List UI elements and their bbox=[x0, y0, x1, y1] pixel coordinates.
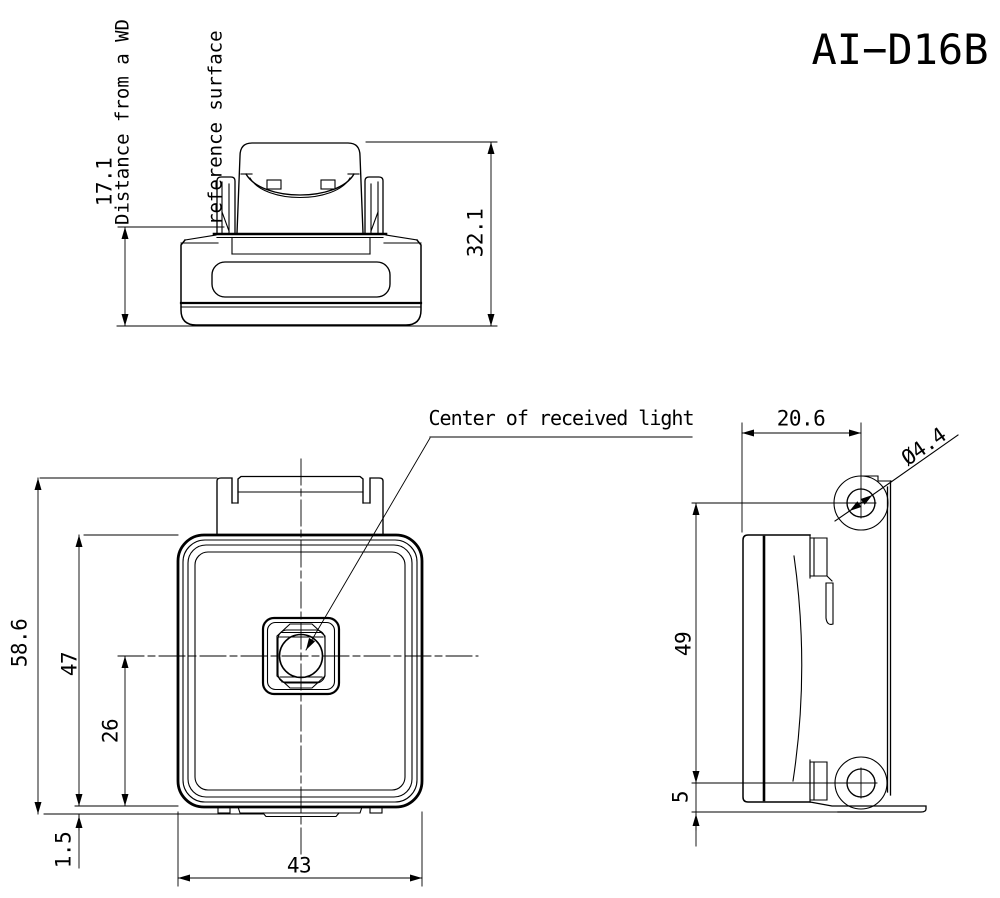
dim-label-ref-height: 17.1 bbox=[92, 157, 117, 207]
front-view-linework bbox=[176, 475, 424, 818]
front-view-centerlines bbox=[117, 458, 479, 857]
label-center-of-received-light: Center of received light bbox=[428, 406, 695, 430]
side-view-linework bbox=[742, 475, 927, 813]
top-view-dimension-lines bbox=[116, 141, 498, 327]
dim-label-body-height: 47 bbox=[57, 651, 82, 677]
top-view-linework bbox=[179, 142, 423, 326]
note-wd-reference-line2: reference surface bbox=[204, 30, 227, 225]
dim-label-lip: 1.5 bbox=[51, 831, 76, 869]
front-view-dimension-lines bbox=[34, 436, 693, 887]
note-wd-reference: Distance from a WD reference surface bbox=[46, 19, 263, 225]
dim-label-mount-hole-pitch: 49 bbox=[671, 631, 696, 657]
dim-label-total-height: 32.1 bbox=[463, 208, 488, 258]
dim-label-depth: 20.6 bbox=[776, 406, 826, 431]
dim-label-base-offset: 5 bbox=[668, 790, 693, 804]
drawing-title: AI−D16B bbox=[811, 25, 989, 74]
dim-label-overall-height: 58.6 bbox=[7, 618, 32, 668]
dim-label-center-to-bottom: 26 bbox=[98, 718, 123, 744]
dim-label-width: 43 bbox=[286, 853, 312, 878]
side-view-dimension-lines bbox=[691, 422, 959, 847]
